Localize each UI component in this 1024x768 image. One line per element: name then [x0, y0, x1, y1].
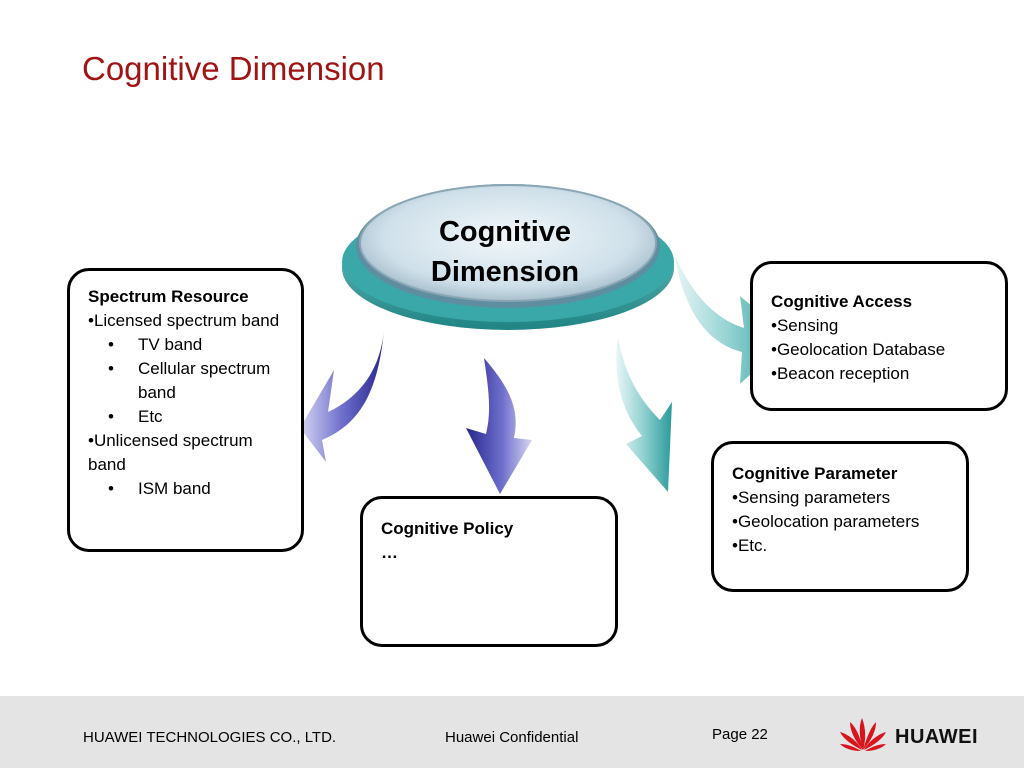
list-item: Sensing parameters	[732, 486, 958, 510]
footer-company: HUAWEI TECHNOLOGIES CO., LTD.	[83, 729, 337, 746]
hub-label-line1: Cognitive	[438, 216, 572, 248]
cognitive-policy-box: Cognitive Policy …	[360, 496, 618, 647]
list-item-text: Cellular spectrum band	[138, 359, 271, 402]
spectrum-resource-heading: Spectrum Resource	[88, 287, 249, 306]
hub-shape	[342, 184, 674, 330]
list-item-text: Sensing parameters	[737, 488, 891, 507]
list-item: Cellular spectrum band	[88, 357, 293, 405]
page-title: Cognitive Dimension	[82, 50, 385, 87]
list-item: Geolocation Database	[771, 338, 997, 362]
arrow-to-spectrum-resource	[300, 330, 384, 462]
arrow-to-cognitive-parameter	[616, 338, 672, 492]
list-item-text: Sensing	[776, 316, 839, 335]
list-item-text: TV band	[138, 335, 203, 354]
list-item-text: Etc	[138, 407, 163, 426]
cognitive-access-box: Cognitive Access Sensing Geolocation Dat…	[750, 261, 1008, 411]
cognitive-parameter-heading: Cognitive Parameter	[732, 464, 898, 483]
footer-confidential: Huawei Confidential	[445, 729, 579, 746]
cognitive-policy-heading: Cognitive Policy	[381, 519, 514, 538]
list-item: Geolocation parameters	[732, 510, 958, 534]
list-item: Etc	[88, 405, 293, 429]
spectrum-resource-list: Licensed spectrum band TV band Cellular …	[88, 309, 293, 501]
cognitive-policy-ellipsis: …	[381, 543, 398, 562]
list-item: Licensed spectrum band	[88, 309, 293, 333]
spectrum-resource-box: Spectrum Resource Licensed spectrum band…	[67, 268, 304, 552]
list-item-text: Unlicensed spectrum band	[88, 431, 253, 474]
list-item-text: ISM band	[138, 479, 211, 498]
cognitive-parameter-list: Sensing parameters Geolocation parameter…	[732, 486, 958, 558]
huawei-logo-icon	[840, 718, 886, 751]
list-item-text: Etc.	[737, 536, 768, 555]
hub-label: Cognitive Dimension	[400, 212, 610, 292]
list-item: Beacon reception	[771, 362, 997, 386]
list-item-text: Beacon reception	[776, 364, 910, 383]
list-item-text: Licensed spectrum band	[93, 311, 280, 330]
arrow-to-cognitive-policy	[466, 358, 532, 494]
list-item: Sensing	[771, 314, 997, 338]
list-item: Unlicensed spectrum band	[88, 429, 293, 477]
footer-brand: HUAWEI	[895, 726, 978, 748]
list-item: TV band	[88, 333, 293, 357]
cognitive-access-heading: Cognitive Access	[771, 292, 913, 311]
cognitive-parameter-box: Cognitive Parameter Sensing parameters G…	[711, 441, 969, 592]
list-item: Etc.	[732, 534, 958, 558]
hub-label-line2: Dimension	[430, 256, 580, 288]
list-item-text: Geolocation Database	[776, 340, 946, 359]
list-item-text: Geolocation parameters	[737, 512, 920, 531]
cognitive-access-list: Sensing Geolocation Database Beacon rece…	[771, 314, 997, 386]
footer-bar: HUAWEI TECHNOLOGIES CO., LTD. Huawei Con…	[0, 696, 1024, 768]
list-item: ISM band	[88, 477, 293, 501]
footer-page-number: Page 22	[712, 726, 768, 743]
